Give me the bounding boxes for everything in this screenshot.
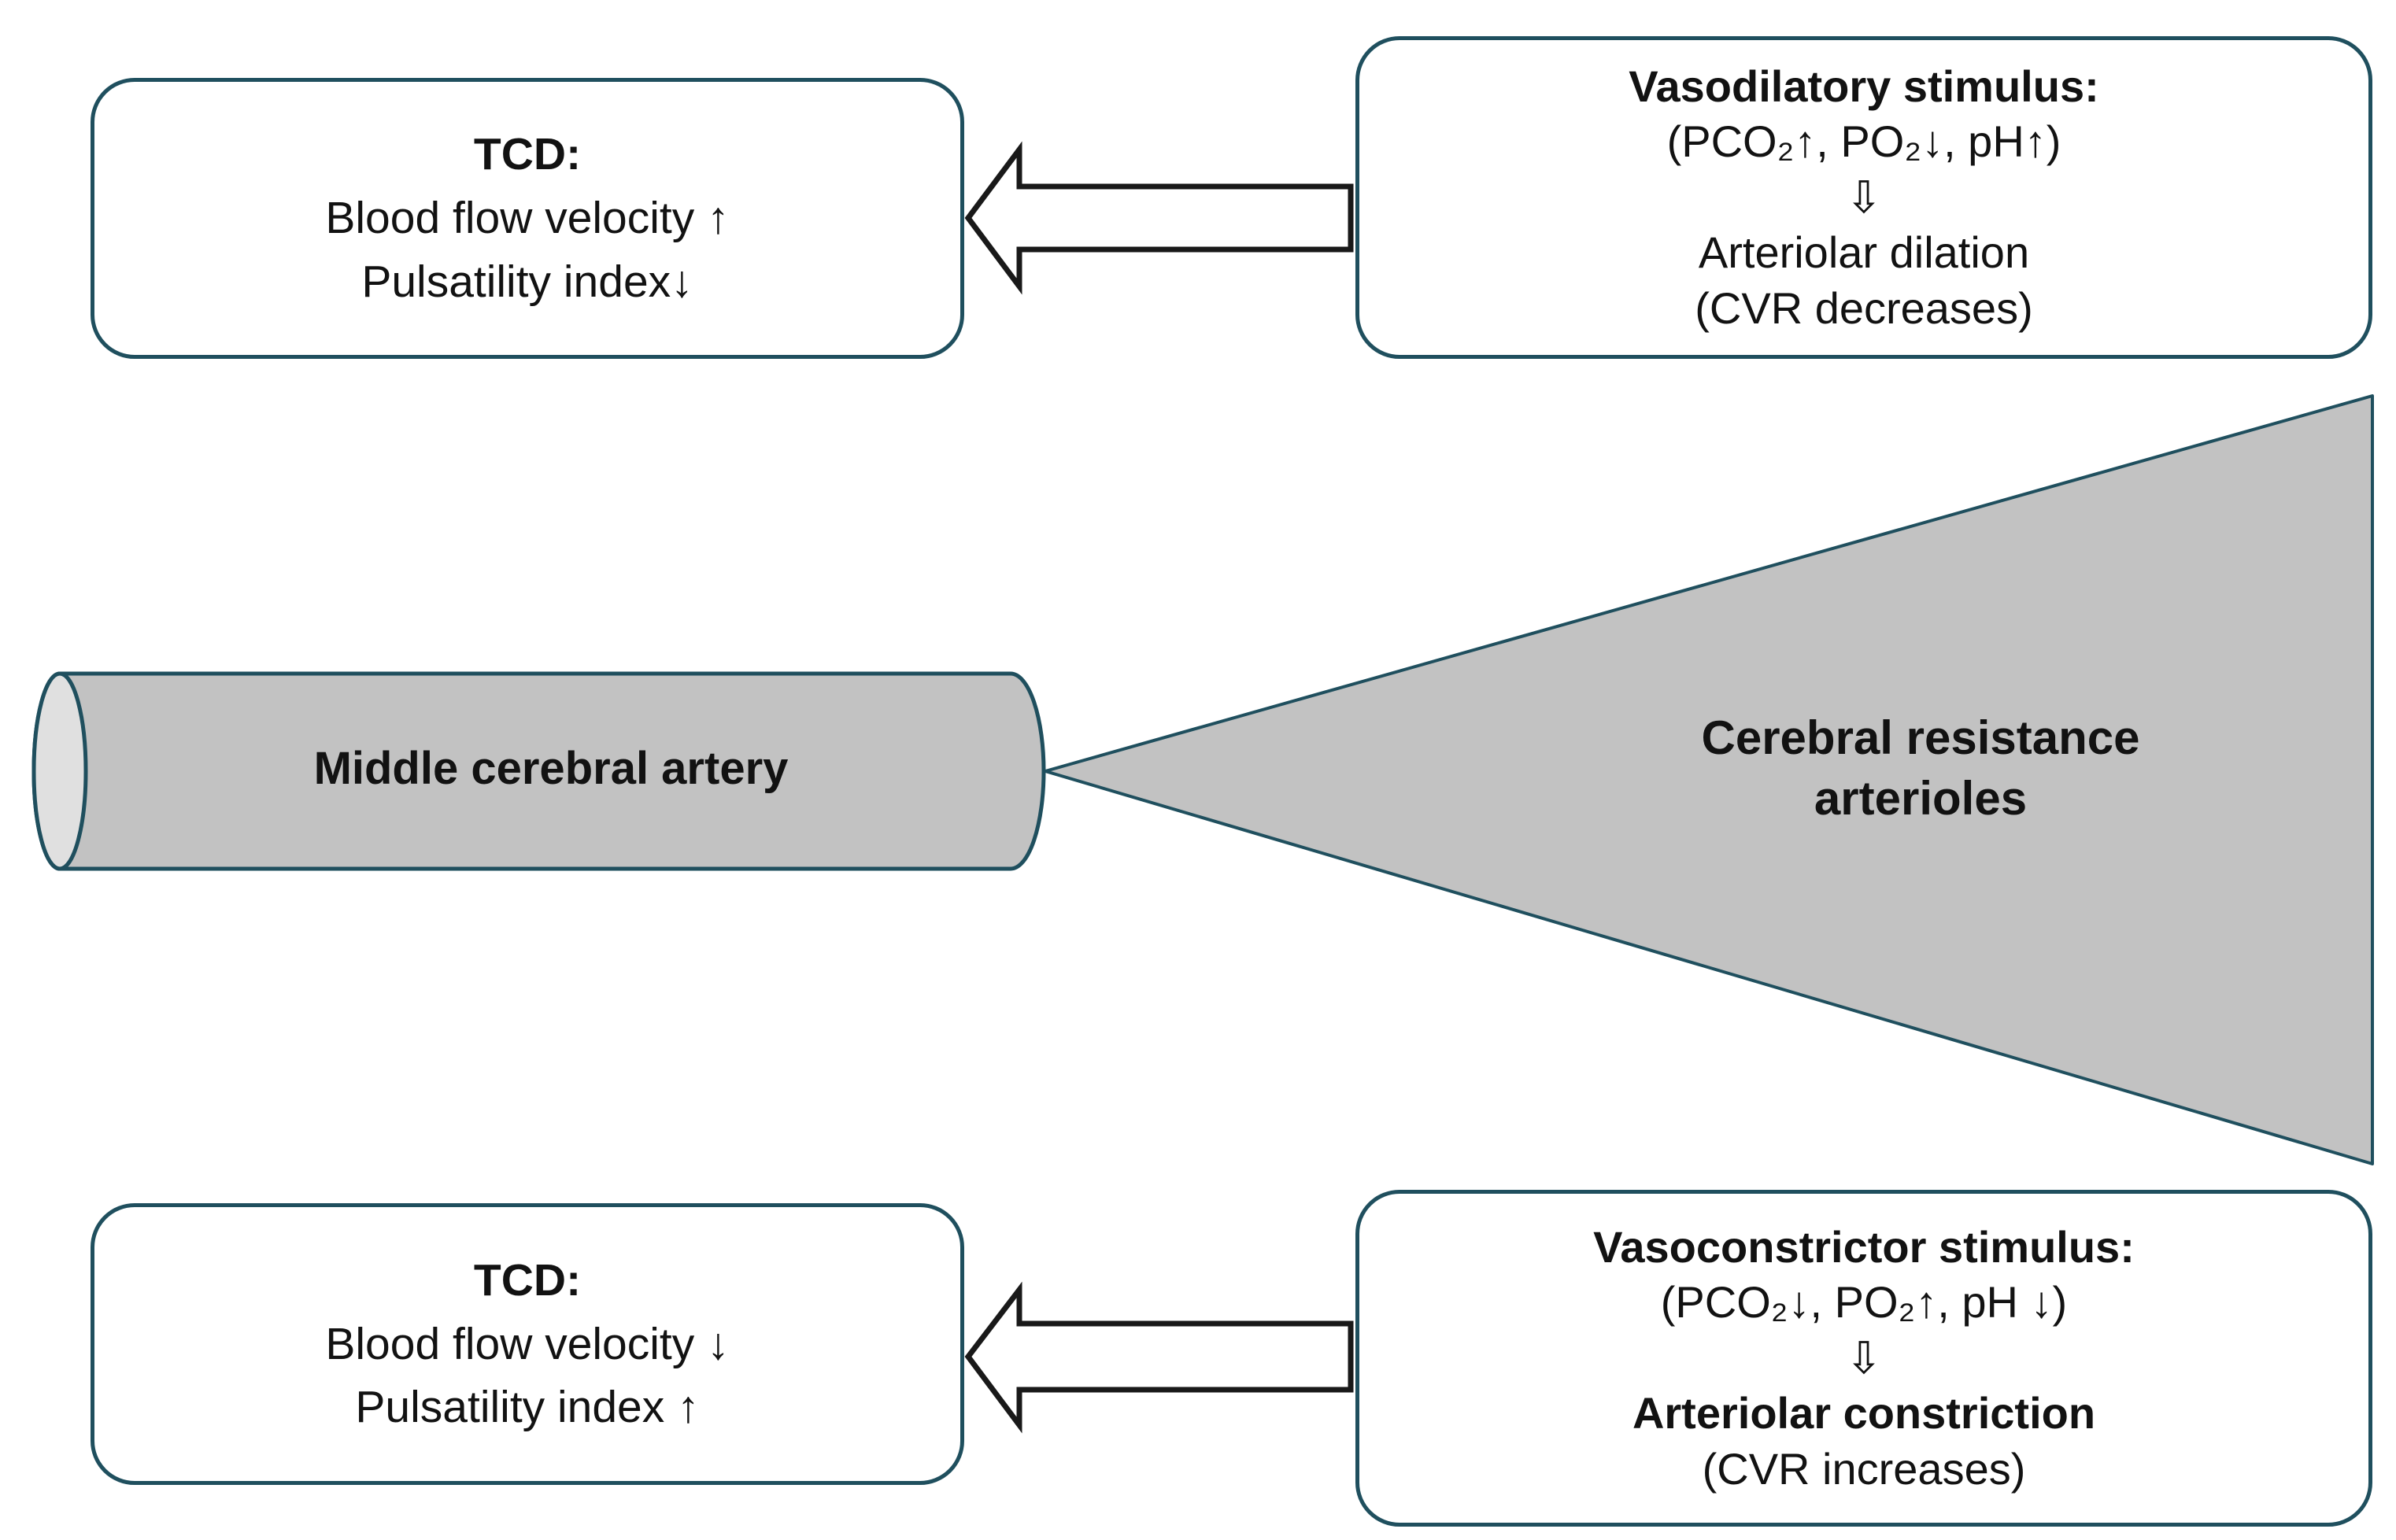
vasoconstrictor-title: Vasoconstrictor stimulus:	[1593, 1221, 2135, 1272]
vasodilatory-stimulus-box: Vasodilatory stimulus: (PCO₂↑, PO₂↓, pH↑…	[1355, 36, 2372, 359]
tcd-bottom-line-pulsatility: Pulsatility index ↑	[355, 1382, 700, 1433]
vasodilatory-note: (CVR decreases)	[1695, 283, 2033, 333]
tcd-top-line-pulsatility: Pulsatility index↓	[361, 256, 693, 307]
vasodilatory-formula: (PCO₂↑, PO₂↓, pH↑)	[1666, 116, 2061, 167]
tcd-bottom-title: TCD:	[473, 1254, 582, 1305]
vasoconstrictor-result: Arteriolar constriction	[1632, 1388, 2096, 1438]
down-arrow-icon: ⇩	[1845, 1332, 1883, 1383]
cylinder-end-cap	[31, 671, 88, 871]
vasoconstrictor-formula: (PCO₂↓, PO₂↑, pH ↓)	[1660, 1277, 2068, 1328]
cerebral-resistance-arterioles-label: Cerebral resistance arterioles	[1464, 708, 2377, 829]
tcd-bottom-line-velocity: Blood flow velocity ↓	[325, 1318, 730, 1369]
tcd-top-title: TCD:	[473, 129, 582, 180]
cerebral-resistance-arterioles-triangle	[1044, 394, 2374, 1165]
vasodilatory-result: Arteriolar dilation	[1698, 227, 2030, 278]
down-arrow-icon: ⇩	[1845, 172, 1883, 222]
middle-cerebral-artery-label: Middle cerebral artery	[313, 743, 789, 794]
arterioles-label-line1: Cerebral resistance	[1701, 711, 2140, 764]
arterioles-label-line2: arterioles	[1814, 771, 2028, 825]
vasoconstrictor-stimulus-box: Vasoconstrictor stimulus: (PCO₂↓, PO₂↑, …	[1355, 1190, 2372, 1527]
tcd-vasoconstriction-box: TCD: Blood flow velocity ↓ Pulsatility i…	[91, 1203, 964, 1485]
tcd-vasodilation-box: TCD: Blood flow velocity ↑ Pulsatility i…	[91, 78, 964, 359]
tcd-top-line-velocity: Blood flow velocity ↑	[325, 193, 730, 244]
vasoconstrictor-note: (CVR increases)	[1702, 1443, 2026, 1494]
leftward-block-arrow-bottom-icon	[964, 1281, 1354, 1434]
vasodilatory-title: Vasodilatory stimulus:	[1629, 61, 2099, 111]
leftward-block-arrow-top-icon	[964, 141, 1354, 295]
